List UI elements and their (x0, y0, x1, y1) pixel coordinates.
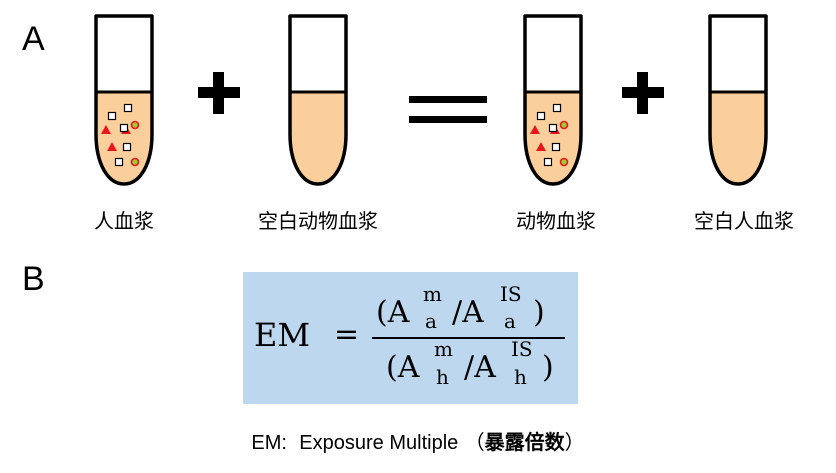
tube-outline (523, 14, 583, 186)
fraction-bar (372, 337, 565, 339)
formula-num-open: (A (376, 295, 410, 330)
analyte-triangle (530, 125, 540, 134)
analyte-circle (559, 157, 569, 167)
analyte-circle (130, 120, 140, 130)
tube-outline (288, 14, 348, 186)
tube-label-blank-animal-plasma: 空白动物血浆 (258, 209, 378, 233)
caption-paren-close: ） (564, 430, 585, 454)
tube-outline (94, 14, 154, 186)
analyte-square (123, 103, 133, 113)
analyte-square (543, 157, 553, 167)
tube-outline (708, 14, 768, 186)
formula-lhs: EM (254, 316, 311, 354)
caption-paren-open: （ (464, 430, 485, 454)
formula-den-open: (A (386, 350, 420, 385)
formula-num-close: ) (533, 295, 545, 330)
tube-label-blank-human-plasma: 空白人血浆 (694, 209, 794, 233)
caption-full: Exposure Multiple (299, 432, 459, 454)
formula-num-sub2: a (504, 309, 516, 333)
analyte-circle (559, 120, 569, 130)
analyte-square (536, 111, 546, 121)
analyte-triangle (101, 125, 111, 134)
formula-num-mid: /A (452, 295, 484, 330)
plus-icon (198, 72, 240, 114)
formula-num-sup2: IS (500, 282, 522, 306)
plus-icon (622, 72, 664, 114)
formula-den-sub1: h (436, 365, 449, 389)
panel-label-a: A (22, 20, 45, 58)
caption: EM: Exposure Multiple （暴露倍数） (251, 432, 584, 453)
analyte-triangle (107, 142, 117, 151)
analyte-square (122, 142, 132, 152)
equals-icon (409, 96, 487, 123)
analyte-square (107, 111, 117, 121)
formula-den-sup2: IS (511, 337, 533, 361)
formula-den-close: ) (542, 350, 554, 385)
analyte-circle (130, 157, 140, 167)
formula-den-sup1: m (434, 337, 453, 361)
tube-blank-human-plasma (708, 14, 768, 186)
tube-animal-plasma (523, 14, 583, 186)
tube-blank-animal-plasma (288, 14, 348, 186)
formula-den-mid: /A (464, 350, 496, 385)
analyte-square (551, 142, 561, 152)
caption-abbr: EM: (251, 432, 287, 454)
analyte-square (119, 123, 129, 133)
caption-chinese: 暴露倍数 (484, 430, 565, 454)
formula-num-sub1: a (425, 309, 437, 333)
tube-label-animal-plasma: 动物血浆 (516, 209, 596, 233)
plasma-fill (710, 92, 766, 184)
tube-label-human-plasma: 人血浆 (94, 209, 154, 233)
formula-equals: = (334, 317, 360, 352)
tube-human-plasma (94, 14, 154, 186)
analyte-square (548, 123, 558, 133)
analyte-triangle (536, 142, 546, 151)
analyte-square (552, 103, 562, 113)
panel-label-b: B (22, 260, 45, 298)
formula-den-sub2: h (514, 365, 527, 389)
plasma-fill (290, 92, 346, 184)
analyte-square (114, 157, 124, 167)
formula-num-sup1: m (423, 282, 442, 306)
